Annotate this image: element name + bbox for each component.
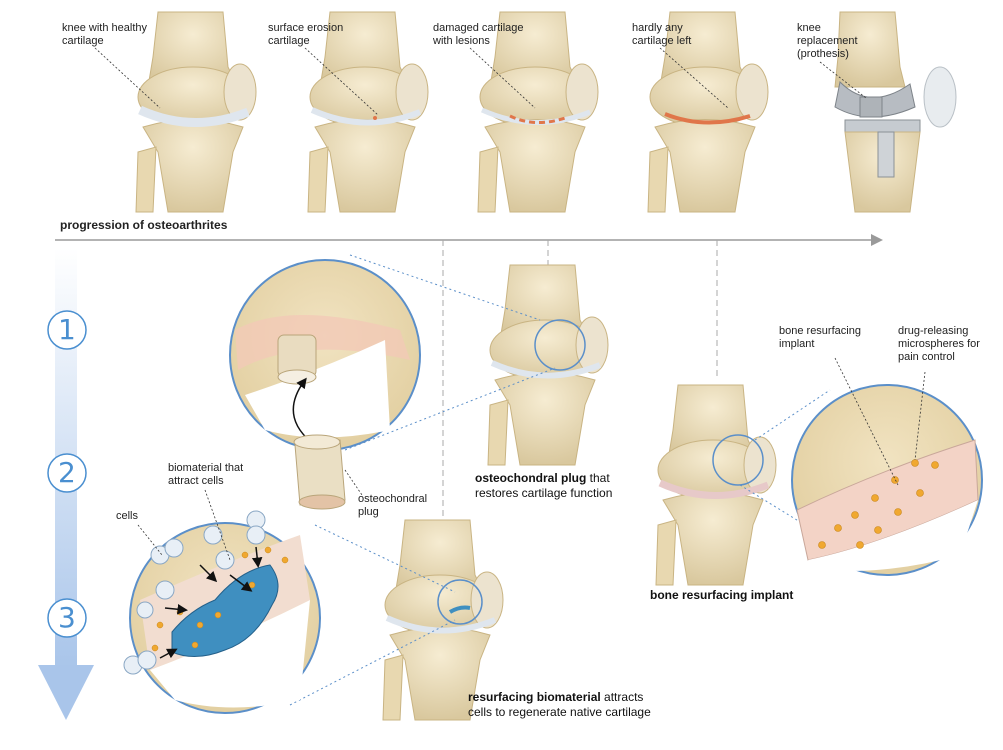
cells-label: cells (116, 510, 139, 522)
stage-knee-healthy (135, 11, 257, 213)
osteochondral-plug (293, 434, 346, 510)
biomaterial-caption-bold: resurfacing biomaterial (468, 690, 601, 704)
implant-knee (655, 384, 777, 586)
stage-knee-no-cartilage (647, 11, 769, 213)
step-markers (47, 310, 87, 638)
microspheres (818, 459, 939, 549)
microspheres-label: drug-releasing microspheres for pain con… (898, 325, 980, 363)
stage-knee-erosion (307, 11, 429, 213)
stage-label-healthy: knee with healthy cartilage (62, 22, 147, 47)
step-1: 1 (58, 313, 76, 346)
plug-caption-rest: that restores cartilage function (475, 471, 613, 500)
plug-caption-bold: osteochondral plug (475, 471, 587, 485)
stage-label-lesions: damaged cartilage with lesions (433, 22, 524, 47)
plug-label: osteochondral plug (358, 493, 428, 518)
step-3: 3 (58, 601, 76, 634)
step-2: 2 (58, 456, 76, 489)
progression-label: progression of osteoarthrites (60, 218, 228, 232)
biomaterial-caption-rest: attracts cells to regenerate native cart… (468, 690, 651, 719)
implant-caption: bone resurfacing implant (650, 588, 794, 602)
biomaterial-caption: resurfacing biomaterial attracts cells t… (468, 690, 651, 720)
implant-label: bone resurfacing implant (779, 325, 861, 350)
plug-knee (487, 264, 609, 466)
plug-zoom-circle (229, 259, 421, 451)
implant-zoom-circle (791, 384, 983, 576)
stage-label-erosion: surface erosion cartilage (268, 22, 344, 47)
stage-label-prosthesis: knee replacement (prothesis) (797, 22, 858, 60)
plug-caption: osteochondral plug that restores cartila… (475, 471, 612, 501)
stage-label-no-cartilage: hardly any cartilage left (632, 22, 692, 47)
stage-knee-prosthesis (834, 11, 957, 213)
cells (123, 510, 266, 675)
biomaterial-label: biomaterial that attract cells (168, 462, 244, 487)
biomaterial-knee (382, 519, 504, 721)
stage-knee-lesions (477, 11, 599, 213)
biomaterial-zoom-circle (123, 510, 321, 714)
